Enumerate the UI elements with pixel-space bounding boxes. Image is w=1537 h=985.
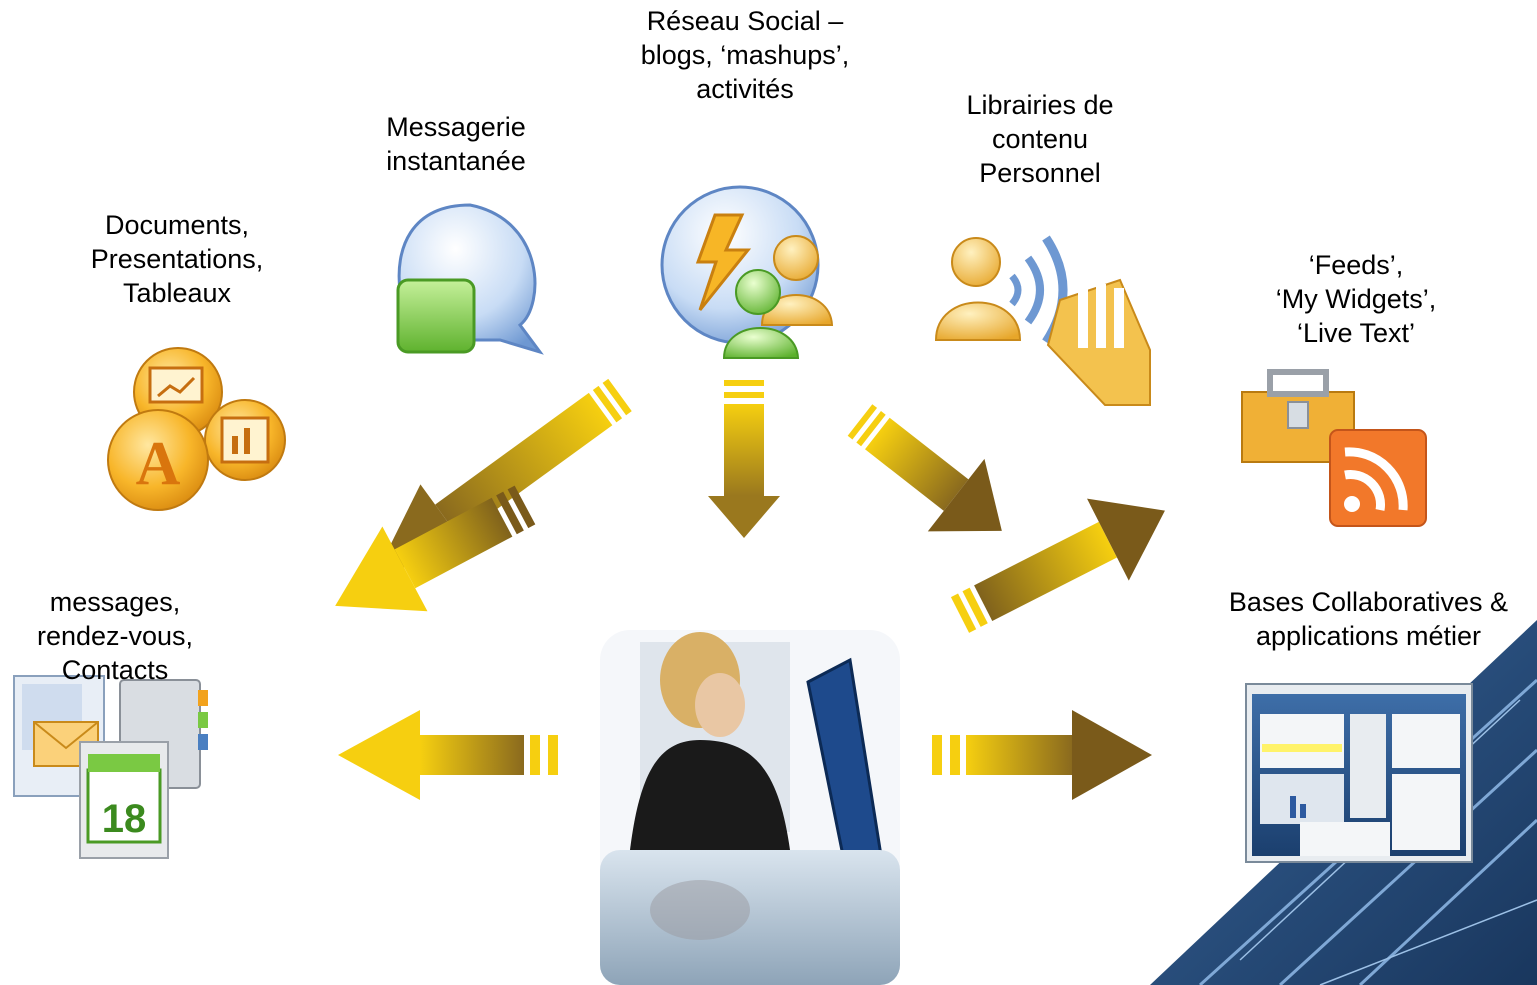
feeds-widgets-icon (1241, 369, 1427, 527)
calendar-day-number: 18 (102, 797, 147, 841)
label-line: Messagerie (386, 112, 526, 142)
personal-library-icon (934, 235, 1151, 406)
label-line: ‘Feeds’, (1308, 250, 1404, 280)
arrow-user-to-mail (338, 710, 558, 800)
social-network-icon (660, 185, 834, 359)
label-instant-messaging: Messagerie instantanée (356, 110, 556, 178)
label-line: Personnel (979, 158, 1101, 188)
arrow-social-down (708, 380, 780, 538)
label-collaborative-apps: Bases Collaboratives & applications méti… (1200, 585, 1537, 653)
arrow-im-to-mail (335, 485, 536, 612)
arrow-user-to-collab (932, 710, 1152, 800)
label-personal-library: Librairies de contenu Personnel (930, 88, 1150, 190)
arrow-social-to-collab (847, 404, 1002, 532)
label-line: Presentations, (90, 244, 264, 274)
label-line: messages, (49, 587, 181, 617)
label-line: ‘Live Text’ (1296, 318, 1416, 348)
label-line: blogs, ‘mashups’, (640, 40, 850, 70)
svg-text:A: A (136, 430, 181, 498)
mail-contacts-calendar-icon (13, 675, 208, 859)
office-documents-icon: A (107, 347, 286, 511)
label-line: contenu (991, 124, 1089, 154)
label-line: Librairies de (966, 90, 1114, 120)
label-line: Bases Collaboratives & (1228, 587, 1509, 617)
collaborative-apps-screenshot-icon (1245, 683, 1473, 863)
label-documents: Documents, Presentations, Tableaux (60, 208, 294, 310)
label-feeds-widgets: ‘Feeds’, ‘My Widgets’, ‘Live Text’ (1246, 248, 1466, 350)
label-social-network: Réseau Social – blogs, ‘mashups’, activi… (600, 4, 890, 106)
label-line: Documents, (104, 210, 250, 240)
label-line: Contacts (61, 655, 169, 685)
label-line: instantanée (386, 146, 526, 176)
user-at-desk-illustration (600, 630, 900, 985)
instant-messaging-icon (396, 203, 544, 355)
label-mail-contacts: messages, rendez-vous, Contacts (20, 585, 210, 687)
arrow-user-to-feeds (950, 498, 1165, 633)
label-line: ‘My Widgets’, (1275, 284, 1437, 314)
label-line: applications métier (1255, 621, 1482, 651)
label-line: Réseau Social – (646, 6, 844, 36)
label-line: rendez-vous, (36, 621, 194, 651)
label-line: activités (696, 74, 794, 104)
label-line: Tableaux (122, 278, 232, 308)
